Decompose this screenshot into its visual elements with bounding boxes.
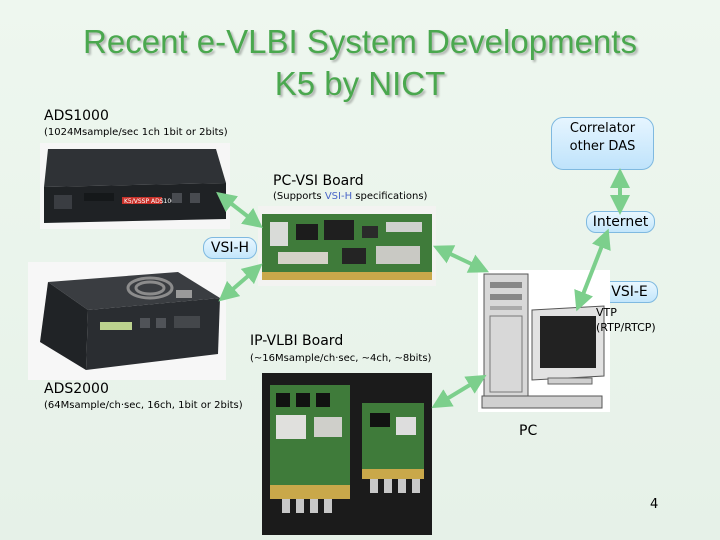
arrow-ads1000-pcvsi: [216, 191, 263, 229]
page-number: 4: [650, 497, 659, 512]
arrow-ads2000-pcvsi: [218, 263, 263, 302]
arrow-pcvsi-pc: [432, 245, 490, 273]
pc-vsi-board-photo: [258, 206, 436, 286]
pc-vsi-board-spec: (Supports VSI-H specifications): [273, 191, 428, 202]
ip-vlbi-board-photo: [262, 373, 432, 535]
vsi-h-highlight: VSI-H: [324, 191, 353, 202]
ads1000-panel-text: K5/VSSP ADS1000: [124, 198, 179, 205]
ads2000-spec: (64Msample/ch·sec, 16ch, 1bit or 2bits): [44, 400, 243, 411]
pc-illustration: [478, 270, 610, 412]
slide-title-line1: Recent e-VLBI System Developments: [83, 23, 637, 60]
vsi-e-label: VSI-E: [601, 281, 658, 303]
ads1000-label: ADS1000: [44, 108, 109, 124]
ip-vlbi-board-label: IP-VLBI Board: [250, 333, 344, 349]
pc-label: PC: [519, 423, 538, 439]
correlator-line1: Correlator: [569, 121, 636, 136]
rtp-label: (RTP/RTCP): [596, 321, 656, 334]
correlator-bubble: Correlator other DAS: [551, 117, 654, 170]
correlator-line2: other DAS: [569, 139, 636, 154]
ads1000-spec: (1024Msample/sec 1ch 1bit or 2bits): [44, 127, 228, 138]
ads2000-photo: [28, 262, 226, 380]
arrow-pc-internet: [574, 228, 611, 312]
vsi-h-label: VSI-H: [203, 237, 257, 259]
ads1000-photo: K5/VSSP ADS1000: [40, 143, 230, 229]
ip-vlbi-board-spec: (~16Msample/ch·sec, ~4ch, ~8bits): [250, 353, 432, 364]
arrow-ipvlbi-pc: [431, 374, 487, 409]
pc-vsi-board-label: PC-VSI Board: [273, 173, 364, 189]
slide-title-line2: K5 by NICT: [274, 65, 446, 102]
ads2000-label: ADS2000: [44, 381, 109, 397]
